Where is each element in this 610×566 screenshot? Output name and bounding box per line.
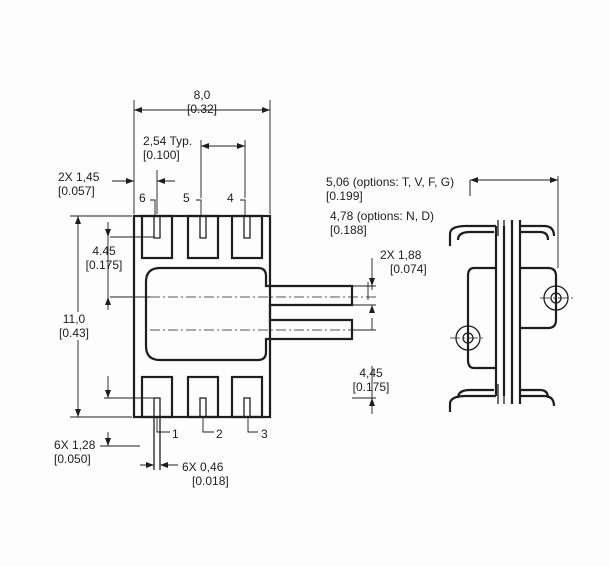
dim-lead-thickness: 6X 0,46 [0.018]	[182, 460, 229, 488]
pin-pad-4	[230, 214, 264, 260]
pin-label-4: 4	[227, 191, 234, 205]
pin-pad-5	[186, 214, 220, 260]
dim-pitch: 2,54 Typ. [0.100]	[143, 134, 193, 162]
pin-label-1: 1	[172, 427, 179, 441]
side-lead-top-right	[520, 224, 556, 241]
dim-overall-width: 8,0 [0.32]	[186, 88, 218, 116]
top-pin-pads	[140, 199, 264, 260]
pin-label-6: 6	[139, 191, 146, 205]
side-body-stack	[494, 220, 522, 404]
port-outline	[144, 266, 354, 362]
dim-height: 11,0 [0.43]	[50, 312, 98, 340]
pin-pad-3	[230, 375, 264, 419]
dim-side-width-b: 4,78 (options: N, D) [0.188]	[330, 209, 435, 237]
package-body	[132, 214, 272, 419]
bottom-pin-pads	[140, 375, 264, 433]
pin-label-5: 5	[183, 191, 190, 205]
pin-pad-1	[140, 375, 174, 419]
pin-pad-2	[186, 375, 220, 419]
dim-lower-offset: 4,45 [0.175]	[352, 366, 390, 394]
dim-upper-offset: 4.45 [0.175]	[85, 244, 123, 272]
side-lead-top-left	[448, 224, 496, 246]
dim-side-width-a: 5,06 (options: T, V, F, G) [0.199]	[326, 175, 455, 203]
front-view	[132, 199, 376, 470]
pin-label-2: 2	[216, 427, 223, 441]
dimension-lines	[70, 100, 559, 468]
dim-port-diameter: 2X 1,88 [0.074]	[380, 248, 427, 276]
side-housing-left	[466, 266, 496, 370]
pin-label-3: 3	[261, 427, 268, 441]
side-view	[448, 180, 574, 412]
dim-edge-offset: 2X 1,45 [0.057]	[58, 170, 100, 198]
side-lead-bottom-right	[520, 388, 556, 407]
dim-lead-width: 6X 1,28 [0.050]	[54, 438, 96, 466]
side-lead-bottom-left	[448, 388, 496, 412]
